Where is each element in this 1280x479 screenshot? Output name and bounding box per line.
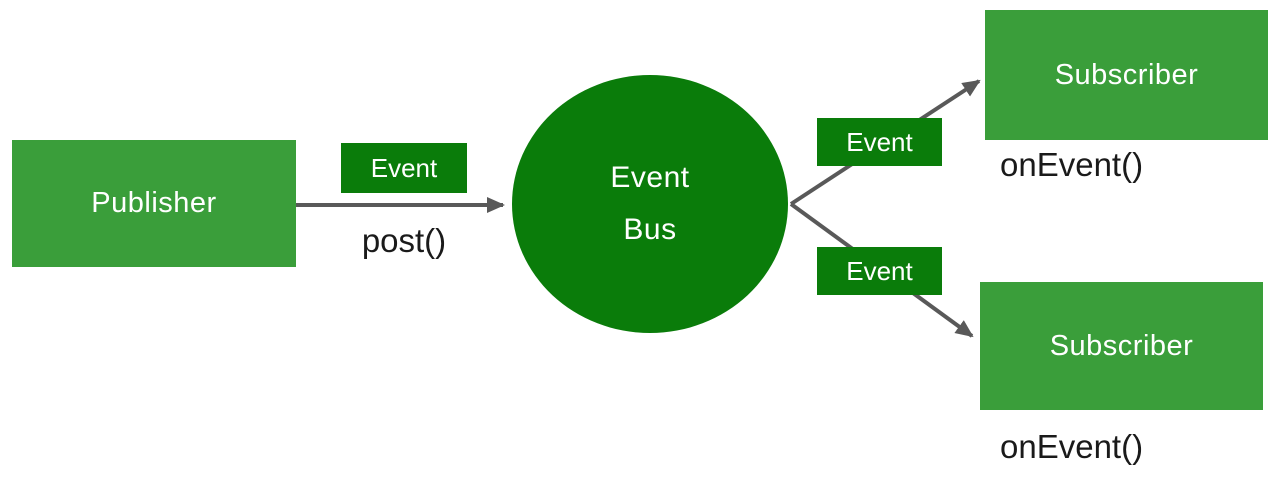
event-tag-deliver-bottom-label: Event xyxy=(846,255,913,286)
publisher-label: Publisher xyxy=(91,187,217,219)
subscriber-bottom-label: Subscriber xyxy=(1049,329,1194,362)
event-tag-deliver-top-label: Event xyxy=(846,126,913,157)
event-tag-publish-label: Event xyxy=(370,152,438,183)
event-bus-node: Event Bus xyxy=(512,75,788,333)
post-method-label: post() xyxy=(361,222,447,259)
event-tag-deliver-top: Event xyxy=(817,118,942,166)
publisher-node: Publisher xyxy=(12,140,296,267)
onevent-method-label-top: onEvent() xyxy=(1000,146,1144,183)
event-tag-deliver-bottom: Event xyxy=(817,247,942,295)
subscriber-top-label: Subscriber xyxy=(1054,58,1199,91)
onevent-method-label-bottom: onEvent() xyxy=(1000,428,1144,465)
event-bus-label-line1: Event xyxy=(610,161,690,194)
event-tag-publish: Event xyxy=(341,143,467,193)
event-bus-label-line2: Bus xyxy=(623,213,677,246)
subscriber-node-bottom: Subscriber xyxy=(980,282,1263,410)
subscriber-node-top: Subscriber xyxy=(985,10,1268,140)
